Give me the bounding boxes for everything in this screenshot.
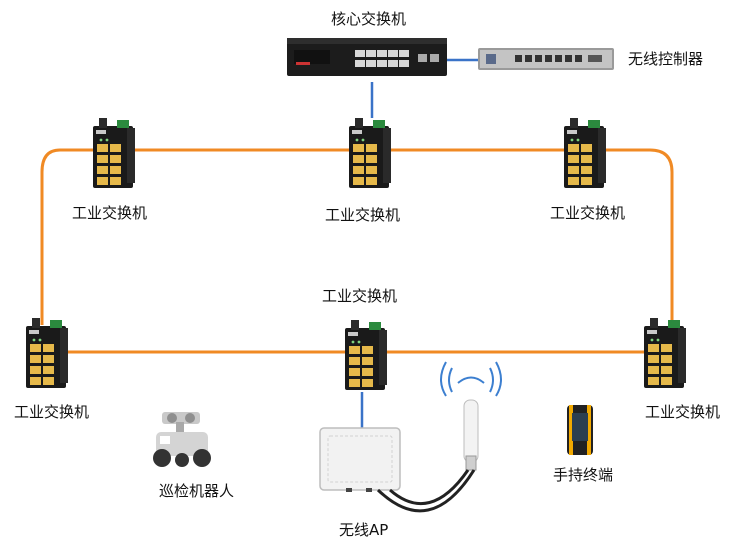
core-switch bbox=[287, 38, 447, 76]
antenna-cable bbox=[389, 469, 470, 506]
industrial-switch-label-top-right: 工业交换机 bbox=[550, 204, 626, 222]
industrial-switch-bottom-left bbox=[26, 318, 68, 388]
industrial-switch-label-top-middle: 工业交换机 bbox=[325, 206, 401, 224]
wireless-ap-label: 无线AP bbox=[339, 521, 389, 539]
industrial-switch-top-left bbox=[93, 118, 135, 188]
industrial-switch-label-top-left: 工业交换机 bbox=[72, 204, 148, 222]
core-switch-label: 核心交换机 bbox=[331, 10, 407, 28]
inspection-robot-label: 巡检机器人 bbox=[159, 482, 235, 500]
industrial-switch-top-middle bbox=[349, 118, 391, 188]
omni-antenna bbox=[440, 361, 502, 471]
industrial-switch-bottom-middle bbox=[345, 320, 387, 390]
industrial-switch-bottom-right bbox=[644, 318, 686, 388]
industrial-switch-label-bottom-middle: 工业交换机 bbox=[322, 287, 398, 305]
inspection-robot-device bbox=[153, 412, 211, 467]
handheld-terminal-label: 手持终端 bbox=[553, 466, 614, 484]
wireless-controller-device bbox=[478, 48, 614, 70]
industrial-switch-top-right bbox=[564, 118, 606, 188]
handheld-terminal-device bbox=[567, 405, 593, 455]
wireless-ap-device bbox=[319, 427, 401, 492]
industrial-switch-label-bottom-right: 工业交换机 bbox=[645, 403, 721, 421]
antenna-cable bbox=[376, 469, 476, 513]
wireless-controller-label: 无线控制器 bbox=[628, 50, 704, 68]
industrial-switch-label-bottom-left: 工业交换机 bbox=[14, 403, 90, 421]
